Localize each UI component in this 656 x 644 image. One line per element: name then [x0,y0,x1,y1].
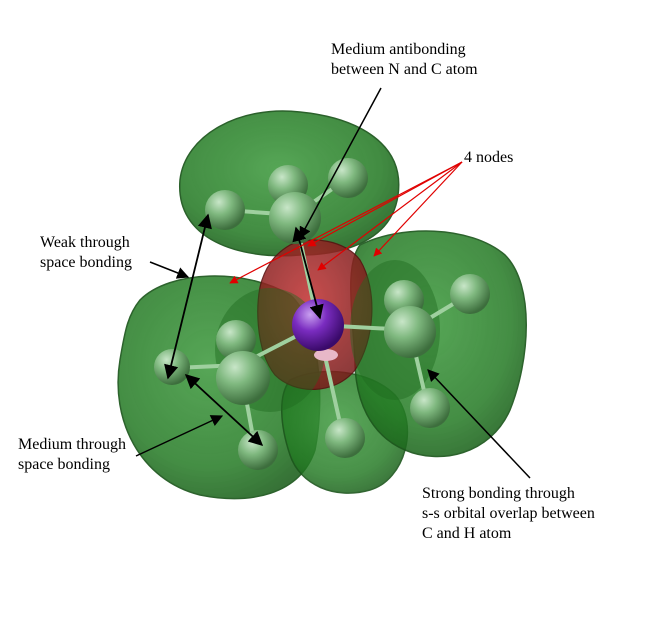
weak-bonding-label-line2: space bonding [40,254,132,271]
antibonding-double-arrow [292,226,324,320]
hydrogen-atom [205,190,245,230]
carbon-atom [384,306,436,358]
nodes-label-text: 4 nodes [464,149,514,166]
carbon-atom [269,192,321,244]
hydrogen-atom [154,349,190,385]
antibonding-label-line2: between N and C atom [331,61,478,78]
node-arrow [373,161,463,257]
node-arrow [317,161,463,271]
annotation-arrows [135,87,531,479]
strong-bonding-label: Strong bonding through s-s orbital overl… [422,484,595,544]
strong-bonding-label-line2: s-s orbital overlap between [422,505,595,522]
node-arrow [229,161,463,284]
weak-bonding-label-line1: Weak through [40,234,130,251]
medium-bonding-label: Medium through space bonding [18,435,126,475]
nitrogen-atom [292,299,344,351]
weak-bonding-pointer [149,261,190,279]
carbon-atom [216,351,270,405]
antibonding-label: Medium antibonding between N and C atom [331,40,478,80]
strong-bonding-arrow [427,369,531,479]
medium-bonding-double-arrow [184,374,264,446]
nitrogen-hydrogen-bond-hint [314,349,338,361]
antibonding-label-line1: Medium antibonding [331,41,466,58]
hydrogen-atom [325,418,365,458]
strong-bonding-label-line1: Strong bonding through [422,485,575,502]
weak-bonding-label: Weak through space bonding [40,233,132,273]
hydrogen-atom [238,430,278,470]
nodes-label: 4 nodes [464,148,513,168]
hydrogen-atom [216,320,256,360]
hydrogen-atom [450,274,490,314]
medium-bonding-label-line1: Medium through [18,436,126,453]
hydrogen-atom [410,388,450,428]
weak-bonding-double-arrow [164,213,212,380]
hydrogen-atom [328,158,368,198]
antibonding-arrow [299,87,382,240]
node-arrow [307,161,463,247]
strong-bonding-label-line3: C and H atom [422,525,512,542]
medium-bonding-label-line2: space bonding [18,456,110,473]
